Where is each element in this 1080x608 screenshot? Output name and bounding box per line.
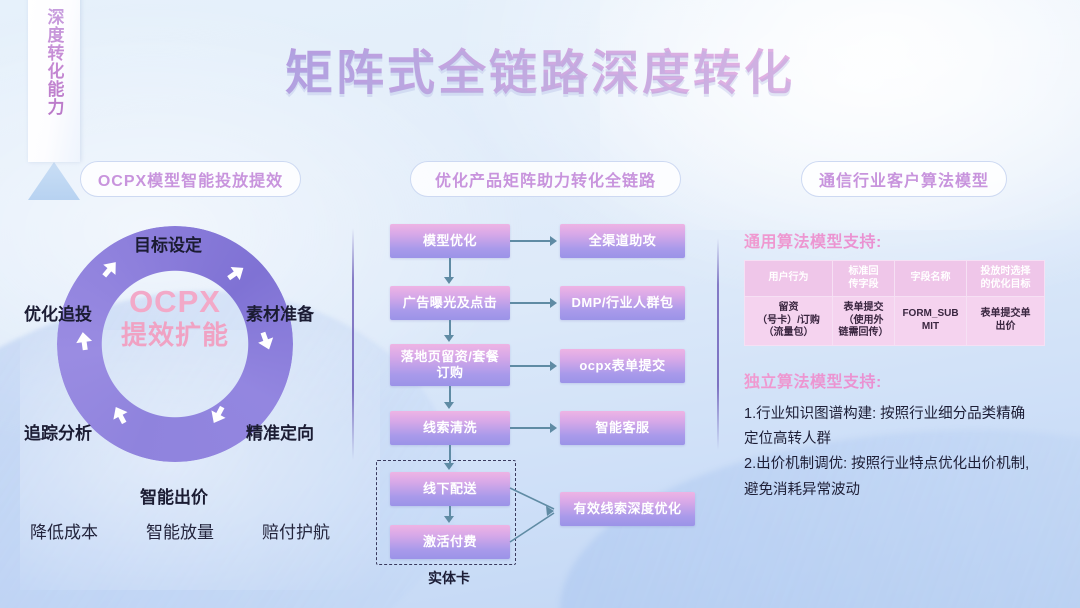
flow-box-ocpx-form-submit: ocpx表单提交 <box>560 349 685 383</box>
cycle-arrow-3 <box>203 400 233 430</box>
ocpx-cycle-diagram: OCPX 提效扩能 <box>57 226 293 462</box>
flow-connector-h3 <box>510 365 552 367</box>
flow-connector-v3 <box>449 386 451 404</box>
table-header-optimization-goal: 投放时选择 的优化目标 <box>966 260 1045 297</box>
table-cell-user-behavior: 留资 （号卡）/订购 （流量包） <box>744 296 833 346</box>
flow-box-effective-lead-optimization: 有效线索深度优化 <box>560 492 695 526</box>
section-divider-left <box>352 228 354 460</box>
cycle-label-creative: 素材准备 <box>246 305 314 324</box>
table-cell-optimization-goal: 表单提交单 出价 <box>966 296 1045 346</box>
cycle-center-en: OCPX <box>129 284 221 319</box>
table-cell-field-name: FORM_SUB MIT <box>894 296 967 346</box>
cycle-center-cn: 提效扩能 <box>120 319 229 350</box>
flow-box-dmp-audience: DMP/行业人群包 <box>560 286 685 320</box>
flow-box-activation-payment: 激活付费 <box>390 525 510 559</box>
table-header-field-name: 字段名称 <box>894 260 967 297</box>
cycle-label-goal: 目标设定 <box>134 236 202 255</box>
table-header-user-behavior: 用户行为 <box>744 260 833 297</box>
side-ribbon: 深度转化能力 <box>28 0 80 162</box>
table-header-row: 用户行为 标准回 传字段 字段名称 投放时选择 的优化目标 <box>744 260 1045 297</box>
flow-box-landing-page-lead: 落地页留资/套餐 订购 <box>390 344 510 386</box>
algorithm-model-panel: 通用算法模型支持: 用户行为 标准回 传字段 字段名称 投放时选择 的优化目标 … <box>744 228 1045 504</box>
section-pill-ocpx: OCPX模型智能投放提效 <box>80 161 301 197</box>
cycle-footer-volume: 智能放量 <box>146 523 214 542</box>
section-pill-product-matrix: 优化产品矩阵助力转化全链路 <box>410 161 681 197</box>
flow-connector-v2 <box>449 320 451 337</box>
cycle-arrow-6 <box>95 254 126 285</box>
cycle-label-bidding: 智能出价 <box>140 488 208 507</box>
independent-model-heading: 独立算法模型支持: <box>744 368 1044 392</box>
cycle-arrow-2 <box>252 327 280 355</box>
side-ribbon-label: 深度转化能力 <box>44 8 64 116</box>
flow-connector-h4 <box>510 427 552 429</box>
cycle-label-tracking: 追踪分析 <box>24 424 92 443</box>
cycle-arrow-5 <box>72 329 97 354</box>
flow-box-omnichannel-assist: 全渠道助攻 <box>560 224 685 258</box>
independent-model-item-1a: 1.行业知识图谱构建: 按照行业细分品类精确 <box>744 405 1026 422</box>
flow-connector-h1 <box>510 240 552 242</box>
flow-arrowhead-v1 <box>444 277 454 284</box>
cycle-arrow-1 <box>221 258 252 289</box>
flow-box-ad-exposure-click: 广告曝光及点击 <box>390 286 510 320</box>
flow-arrowhead-v5 <box>444 516 454 523</box>
flow-connector-v1 <box>449 258 451 279</box>
flow-arrowhead-h2 <box>550 298 557 308</box>
flow-arrowhead-h4 <box>550 423 557 433</box>
flow-arrowhead-v2 <box>444 335 454 342</box>
conversion-flowchart: 实体卡 模型优化 广告曝光及点击 落地页留资/套餐 订购 线索清洗 线下配送 激… <box>372 218 702 588</box>
page-title: 矩阵式全链路深度转化 <box>0 33 1080 103</box>
independent-model-item-2a: 2.出价机制调优: 按照行业特点优化出价机制, <box>744 456 1030 473</box>
cycle-footer-guarantee: 赔付护航 <box>262 523 330 542</box>
table-row: 留资 （号卡）/订购 （流量包） 表单提交 （使用外 链需回传） FORM_SU… <box>744 296 1045 346</box>
flow-box-smart-service: 智能客服 <box>560 411 685 445</box>
flow-arrowhead-v4 <box>444 463 454 470</box>
flow-box-offline-delivery: 线下配送 <box>390 472 510 506</box>
independent-model-item-1b: 定位高转人群 <box>744 430 831 447</box>
flow-connector-h2 <box>510 302 552 304</box>
cycle-footer-labels: 降低成本 智能放量 赔付护航 <box>30 518 330 543</box>
table-header-standard-field: 标准回 传字段 <box>832 260 895 297</box>
flow-arrowhead-v3 <box>444 402 454 409</box>
cycle-label-optimize: 优化追投 <box>24 305 92 324</box>
side-ribbon-tail <box>28 162 80 200</box>
cycle-label-targeting: 精准定向 <box>246 424 314 443</box>
algorithm-support-table: 用户行为 标准回 传字段 字段名称 投放时选择 的优化目标 留资 （号卡）/订购… <box>744 260 1045 346</box>
flow-box-lead-cleaning: 线索清洗 <box>390 411 510 445</box>
flow-group-physical-card <box>376 460 516 565</box>
independent-model-list: 1.行业知识图谱构建: 按照行业细分品类精确 定位高转人群 2.出价机制调优: … <box>744 402 1044 504</box>
flow-connector-v5 <box>449 506 451 518</box>
independent-model-item-2b: 避免消耗异常波动 <box>744 481 860 498</box>
flow-connector-merge <box>509 487 555 543</box>
flow-box-model-optimization: 模型优化 <box>390 224 510 258</box>
cycle-center-text: OCPX 提效扩能 <box>91 284 259 350</box>
cycle-arrow-4 <box>105 400 135 430</box>
section-divider-right <box>717 238 719 450</box>
section-pill-telecom-model: 通信行业客户算法模型 <box>801 161 1007 197</box>
table-cell-standard-field: 表单提交 （使用外 链需回传） <box>832 296 895 346</box>
common-model-heading: 通用算法模型支持: <box>744 228 1044 252</box>
flow-connector-v4 <box>449 445 451 465</box>
flow-arrowhead-h1 <box>550 236 557 246</box>
flow-arrowhead-h3 <box>550 361 557 371</box>
cycle-ring <box>57 226 293 462</box>
cycle-footer-cost: 降低成本 <box>30 523 98 542</box>
flow-group-label: 实体卡 <box>428 570 470 586</box>
